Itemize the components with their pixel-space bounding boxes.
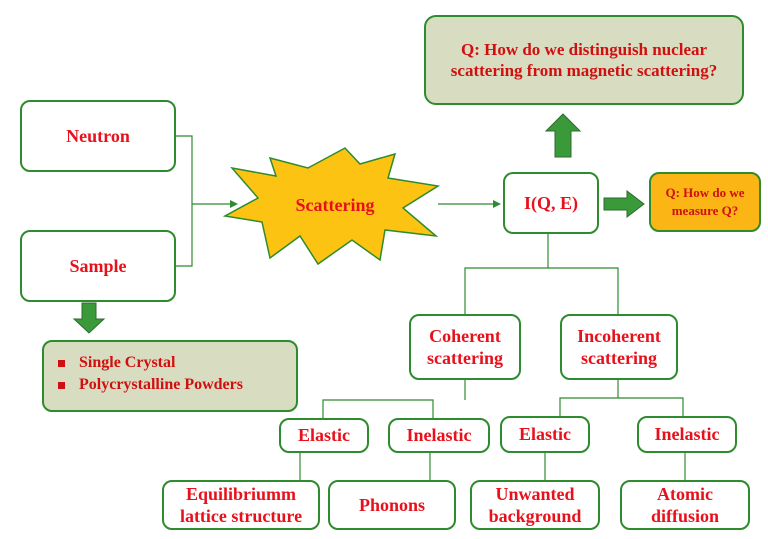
- incoherent-elastic-node: Elastic: [500, 416, 590, 453]
- sample-node: Sample: [20, 230, 176, 302]
- sample-type-label: Single Crystal: [79, 354, 176, 371]
- coherent-inelastic-node: Inelastic: [388, 418, 490, 453]
- incoherent-node: Incoherent scattering: [560, 314, 678, 380]
- arrowhead-to-iqe: [493, 200, 501, 208]
- iqe-node: I(Q, E): [503, 172, 599, 234]
- tree-incoherent-branch: [559, 397, 684, 416]
- question-measure-q: Q: How do we measure Q?: [649, 172, 761, 232]
- bullet-icon: [58, 359, 65, 367]
- up-arrow: [544, 113, 582, 158]
- sample-type-item: Polycrystalline Powders: [58, 376, 296, 394]
- tree-coherent-branch: [322, 399, 434, 418]
- atomic-node: Atomic diffusion: [620, 480, 750, 530]
- phonons-node: Phonons: [328, 480, 456, 530]
- sample-type-item: Single Crystal: [58, 354, 296, 372]
- right-arrow: [603, 189, 645, 219]
- down-arrow: [72, 302, 106, 334]
- question-nuclear-magnetic: Q: How do we distinguish nuclear scatter…: [424, 15, 744, 105]
- connector-neutron-sample: [176, 135, 193, 267]
- coherent-node: Coherent scattering: [409, 314, 521, 380]
- tree-iqe-branch: [464, 267, 619, 314]
- neutron-node: Neutron: [20, 100, 176, 172]
- unwanted-node: Unwanted background: [470, 480, 600, 530]
- scattering-label: Scattering: [295, 195, 375, 215]
- incoherent-inelastic-node: Inelastic: [637, 416, 737, 453]
- sample-types-box: Single Crystal Polycrystalline Powders: [42, 340, 298, 412]
- scattering-star: [222, 147, 441, 266]
- coherent-elastic-node: Elastic: [279, 418, 369, 453]
- equilibrium-node: Equilibriumm lattice structure: [162, 480, 320, 530]
- arrowhead-to-scattering: [230, 200, 238, 208]
- bullet-icon: [58, 381, 65, 389]
- sample-type-label: Polycrystalline Powders: [79, 376, 243, 393]
